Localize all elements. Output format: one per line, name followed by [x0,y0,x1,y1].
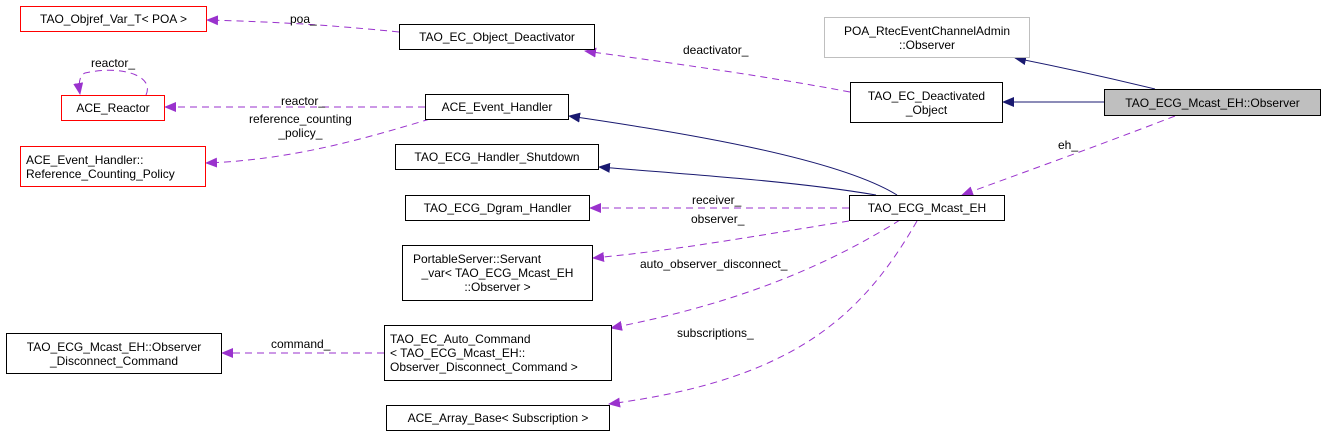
edge-label-reactor: reactor_ [281,94,326,108]
node-auto-command[interactable]: TAO_EC_Auto_Command < TAO_ECG_Mcast_EH::… [384,325,612,381]
edge-label-deactivator: deactivator_ [683,43,749,57]
node-label: ACE_Reactor [76,101,150,115]
edge-inherit-poa-observer [1014,55,1156,90]
edge-label-auto-observer-disconnect: auto_observer_disconnect_ [640,257,788,271]
node-array-base[interactable]: ACE_Array_Base< Subscription > [386,405,610,431]
edge-auto-observer-disconnect [610,219,901,331]
edge-inherit-ace-event-handler [568,112,898,196]
node-handler-shutdown[interactable]: TAO_ECG_Handler_Shutdown [395,144,599,170]
edge-label-observer: observer_ [691,212,745,226]
node-mcast-eh-observer: TAO_ECG_Mcast_EH::Observer [1104,89,1321,116]
edge-label-ref-counting: reference_counting _policy_ [249,112,352,140]
node-servant-var[interactable]: PortableServer::Servant _var< TAO_ECG_Mc… [402,245,593,301]
edge-subscriptions [608,220,918,408]
node-label: Reference_Counting_Policy [26,166,175,181]
node-label: TAO_Objref_Var_T< POA > [40,12,187,26]
node-object-deactivator[interactable]: TAO_EC_Object_Deactivator [399,24,595,50]
edge-eh [961,115,1176,196]
edge-label-line: _policy_ [278,126,323,140]
node-poa-observer[interactable]: POA_RtecEventChannelAdmin ::Observer [824,17,1030,58]
edge-label-receiver: receiver_ [692,193,742,207]
edge-label-subscriptions: subscriptions_ [677,326,754,340]
node-dgram-handler[interactable]: TAO_ECG_Dgram_Handler [405,195,590,221]
node-label: ::Observer > [464,280,531,294]
node-objref-var[interactable]: TAO_Objref_Var_T< POA > [20,6,207,32]
node-label: TAO_ECG_Handler_Shutdown [414,150,580,164]
edge-deactivator [584,47,851,93]
node-label: TAO_ECG_Mcast_EH::Observer [26,339,202,354]
node-ace-reactor[interactable]: ACE_Reactor [61,95,165,121]
edge-label-poa: poa_ [290,12,317,26]
node-label: ACE_Array_Base< Subscription > [407,411,589,425]
node-deactivated-object[interactable]: TAO_EC_Deactivated _Object [850,82,1003,123]
node-label: TAO_ECG_Dgram_Handler [423,201,572,215]
node-label: _Object [905,102,948,117]
node-ace-event-handler[interactable]: ACE_Event_Handler [425,94,569,120]
edge-ref-counting [205,118,431,168]
edge-label-command: command_ [271,337,331,351]
node-label: < TAO_ECG_Mcast_EH:: [390,346,526,360]
node-label: PortableServer::Servant [413,252,542,266]
edge-observer [592,220,850,262]
node-mcast-eh[interactable]: TAO_ECG_Mcast_EH [849,195,1005,221]
node-ref-counting-policy[interactable]: ACE_Event_Handler:: Reference_Counting_P… [20,146,206,187]
node-label: TAO_ECG_Mcast_EH::Observer [1125,95,1300,110]
node-label: TAO_EC_Deactivated [867,88,986,103]
node-observer-disconnect-command[interactable]: TAO_ECG_Mcast_EH::Observer _Disconnect_C… [6,333,222,374]
node-label: Observer_Disconnect_Command > [390,360,578,374]
edge-label-eh: eh_ [1058,138,1079,152]
node-label: _Disconnect_Command [49,353,179,368]
node-label: TAO_EC_Auto_Command [390,332,531,346]
node-label: POA_RtecEventChannelAdmin [843,23,1011,38]
node-label: TAO_EC_Object_Deactivator [419,30,575,44]
node-label: ACE_Event_Handler [441,100,553,114]
node-label: ACE_Event_Handler:: [26,152,144,167]
edge-label-reactor-self: reactor_ [91,56,136,70]
node-label: ::Observer [898,37,955,52]
edge-reactor-self [73,69,148,96]
node-label: _var< TAO_ECG_Mcast_EH [421,266,574,280]
edge-inherit-handler-shutdown [598,162,877,196]
edge-label-line: reference_counting [249,112,352,126]
node-label: TAO_ECG_Mcast_EH [867,201,987,215]
